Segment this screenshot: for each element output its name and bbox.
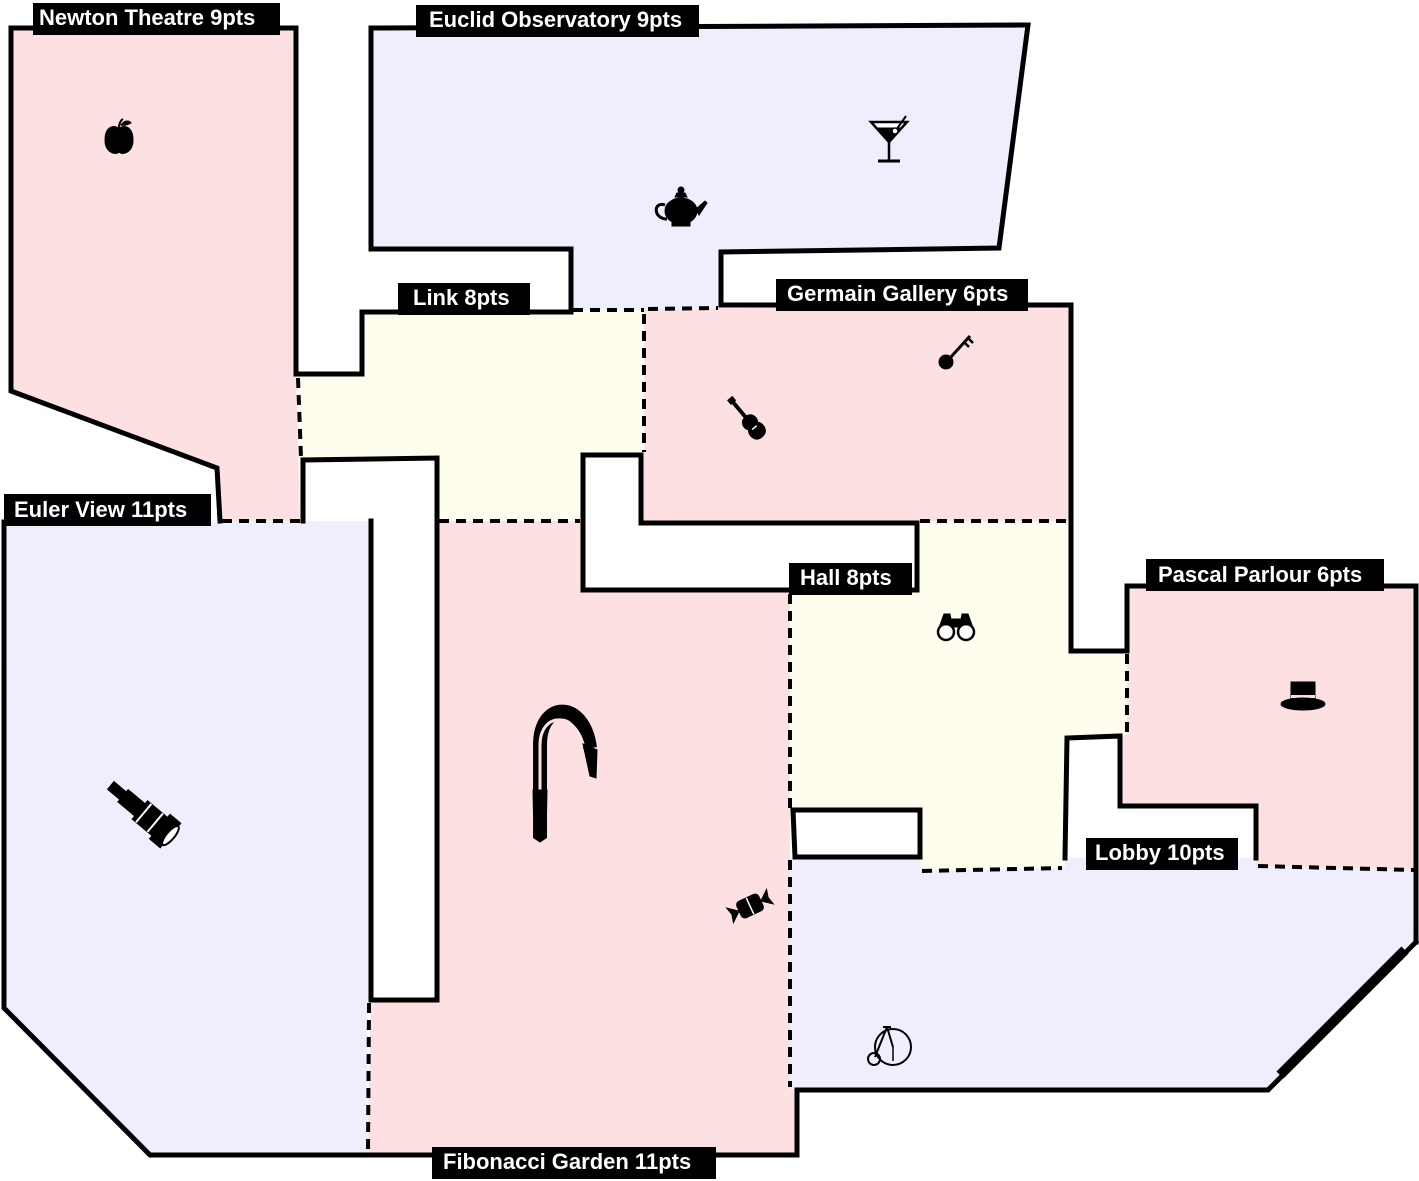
label-fibonacci-garden: Fibonacci Garden 11pts: [432, 1147, 716, 1179]
label-euler-view: Euler View 11pts: [4, 494, 211, 526]
svg-text:Fibonacci Garden 11pts: Fibonacci Garden 11pts: [443, 1149, 691, 1174]
svg-text:Germain Gallery 6pts: Germain Gallery 6pts: [787, 281, 1008, 306]
door-euclid-germain: [647, 306, 719, 311]
svg-text:Link 8pts: Link 8pts: [413, 285, 510, 310]
room-euler-view[interactable]: [4, 521, 371, 1155]
label-pascal-parlour: Pascal Parlour 6pts: [1146, 559, 1384, 591]
label-lobby: Lobby 10pts: [1086, 838, 1238, 870]
door-newton-link: [296, 377, 303, 459]
room-lobby[interactable]: [790, 858, 1416, 1090]
binoculars-icon: [936, 613, 976, 642]
martini-glass-icon: [868, 115, 910, 163]
svg-text:Newton Theatre 9pts: Newton Theatre 9pts: [39, 5, 255, 30]
doorways: [222, 306, 1415, 1154]
door-hall-lobby: [921, 866, 1063, 873]
telescope-icon: [106, 780, 182, 849]
walls: [1, 22, 1419, 1158]
penny-farthing-icon: [867, 1026, 912, 1066]
svg-text:Hall 8pts: Hall 8pts: [800, 565, 892, 590]
room-pascal-parlour[interactable]: [1120, 586, 1416, 870]
key-icon: [938, 334, 974, 370]
room-germain-gallery[interactable]: [641, 305, 1071, 523]
candy-icon: [725, 887, 775, 925]
label-link: Link 8pts: [398, 283, 530, 315]
room-fibonacci-garden[interactable]: [367, 521, 797, 1155]
label-hall: Hall 8pts: [789, 563, 912, 595]
svg-text:Pascal Parlour 6pts: Pascal Parlour 6pts: [1158, 562, 1362, 587]
apple-icon: [104, 118, 134, 154]
violin-icon: [726, 395, 766, 440]
label-euclid-observatory: Euclid Observatory 9pts: [416, 5, 699, 37]
svg-text:Lobby 10pts: Lobby 10pts: [1095, 840, 1225, 865]
room-euclid-observatory[interactable]: [371, 25, 1028, 310]
label-germain-gallery: Germain Gallery 6pts: [776, 279, 1028, 311]
door-euler-fibonacci: [366, 1002, 371, 1154]
label-newton-theatre: Newton Theatre 9pts: [33, 3, 280, 35]
room-labels: Newton Theatre 9pts Euclid Observatory 9…: [4, 3, 1384, 1179]
top-hat-icon: [1280, 681, 1326, 711]
svg-text:Euclid Observatory 9pts: Euclid Observatory 9pts: [429, 7, 682, 32]
teapot-icon: [654, 186, 708, 227]
room-link[interactable]: [296, 310, 644, 521]
svg-text:Euler View 11pts: Euler View 11pts: [14, 497, 187, 522]
cane-icon: [532, 704, 598, 843]
room-newton-theatre[interactable]: [11, 28, 300, 521]
room-hall[interactable]: [790, 521, 1127, 870]
door-pascal-lobby: [1257, 864, 1415, 872]
